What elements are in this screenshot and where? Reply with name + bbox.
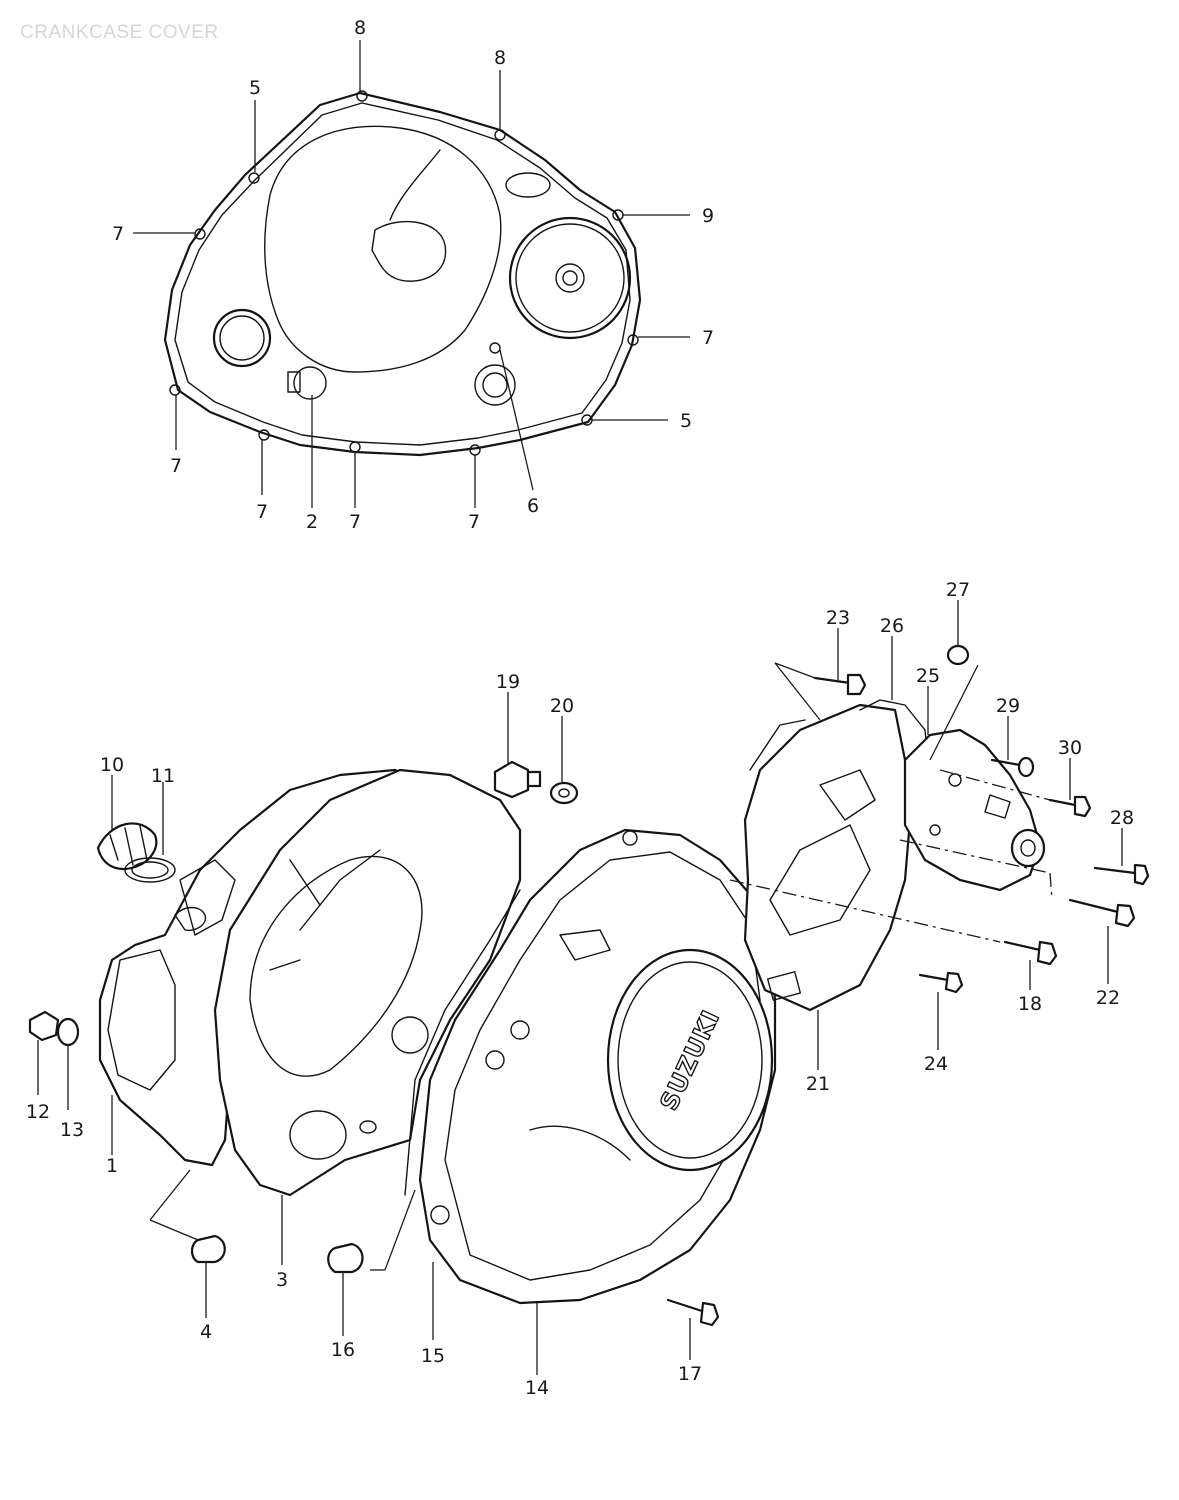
callout-15: 15 xyxy=(421,1345,445,1367)
callout-10: 10 xyxy=(100,754,124,776)
gasket-part-15 xyxy=(404,889,521,1196)
callout-7-left: 7 xyxy=(112,223,124,245)
callout-7-bottom-left: 7 xyxy=(170,455,182,477)
bolt-part-28 xyxy=(1093,863,1150,886)
callout-7-bottom-b: 7 xyxy=(349,511,361,533)
callout-6: 6 xyxy=(527,495,539,517)
callout-19: 19 xyxy=(496,671,520,693)
oil-filler-cap-part-10 xyxy=(96,822,158,871)
callout-22: 22 xyxy=(1096,987,1120,1009)
callout-27: 27 xyxy=(946,579,970,601)
callout-7-bottom-c: 7 xyxy=(468,511,480,533)
callout-labels: 8 8 5 9 7 7 5 7 7 2 7 7 6 27 23 26 25 29… xyxy=(26,17,1134,1399)
assembly-guide-lines xyxy=(149,662,1053,1271)
diagram-title: CRANKCASE COVER xyxy=(20,22,219,43)
callout-18: 18 xyxy=(1018,993,1042,1015)
callout-25: 25 xyxy=(916,665,940,687)
washer-part-13 xyxy=(56,1017,80,1047)
callout-7-right: 7 xyxy=(702,327,714,349)
o-ring-part-11 xyxy=(124,857,176,883)
clutch-release-part-25 xyxy=(903,728,1046,892)
callout-26: 26 xyxy=(880,615,904,637)
bolt-part-30 xyxy=(1048,795,1092,818)
leader-lines xyxy=(37,40,1123,1375)
dowel-pin-part-4 xyxy=(190,1234,226,1264)
callout-24: 24 xyxy=(924,1053,948,1075)
callout-2: 2 xyxy=(306,511,318,533)
callout-11: 11 xyxy=(151,765,175,787)
callout-21: 21 xyxy=(806,1073,830,1095)
bolt-part-17 xyxy=(666,1298,720,1327)
dowel-pin-part-16 xyxy=(327,1242,364,1274)
callout-3: 3 xyxy=(276,1269,288,1291)
gasket-part-3 xyxy=(213,768,522,1197)
clutch-cover-gasket xyxy=(163,90,642,457)
plug-bolt-part-19 xyxy=(493,760,542,799)
callout-1: 1 xyxy=(106,1155,118,1177)
callout-8-second: 8 xyxy=(494,47,506,69)
callout-20: 20 xyxy=(550,695,574,717)
bolt-part-23 xyxy=(813,673,867,696)
callout-29: 29 xyxy=(996,695,1020,717)
callout-5-upper: 5 xyxy=(249,77,261,99)
callout-14: 14 xyxy=(525,1377,549,1399)
callout-7-bottom-a: 7 xyxy=(256,501,268,523)
callout-8-top: 8 xyxy=(354,17,366,39)
bolt-part-27 xyxy=(946,644,970,666)
callout-30: 30 xyxy=(1058,737,1082,759)
washer-part-20 xyxy=(549,781,579,805)
callout-5-lower: 5 xyxy=(680,410,692,432)
callout-28: 28 xyxy=(1110,807,1134,829)
bolt-part-22 xyxy=(1068,898,1136,928)
sprocket-cover-part-21 xyxy=(743,703,912,1012)
callout-17: 17 xyxy=(678,1363,702,1385)
callout-23: 23 xyxy=(826,607,850,629)
bolt-part-24 xyxy=(918,971,964,994)
callout-4: 4 xyxy=(200,1321,212,1343)
generator-cover-part-14: SUZUKI xyxy=(418,828,777,1305)
bolt-part-18 xyxy=(1003,940,1058,966)
callout-9: 9 xyxy=(702,205,714,227)
callout-13: 13 xyxy=(60,1119,84,1141)
bolt-part-29 xyxy=(990,756,1035,778)
callout-16: 16 xyxy=(331,1339,355,1361)
bolt-part-12 xyxy=(28,1010,60,1042)
callout-12: 12 xyxy=(26,1101,50,1123)
